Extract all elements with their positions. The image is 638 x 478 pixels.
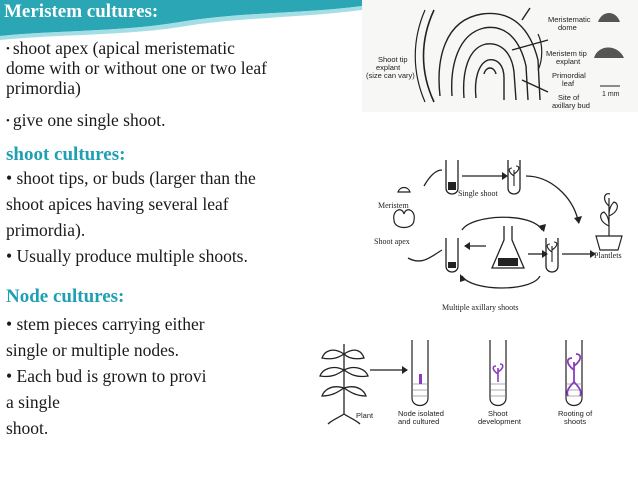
shoot-line-1: • shoot tips, or buds (larger than the <box>6 168 256 188</box>
shoot-apex-label: Shoot apex <box>374 237 410 246</box>
node-cultured-label: and cultured <box>398 417 439 426</box>
mother-plant-icon <box>319 344 369 425</box>
dome-shape-icon <box>598 13 620 22</box>
node-line-4: a single <box>6 392 60 412</box>
header-wave-band <box>0 0 362 40</box>
node-isolated-label: Node isolated <box>398 409 444 418</box>
scale-label: 1 mm <box>602 91 620 98</box>
node-line-2: single or multiple nodes. <box>6 340 180 360</box>
shoot-culture-cycle-diagram: Single shoot Meristem Shoot apex Plantle… <box>362 146 638 326</box>
plantlets-label: Plantlets <box>594 251 622 260</box>
multiple-axillary-shoots-label: Multiple axillary shoots <box>442 303 518 312</box>
meristem-bullet-2: •give one single shoot. <box>6 110 166 130</box>
meristem-bullet-1: •shoot apex (apical meristematic <box>6 38 235 58</box>
node-line-3: • Each bud is grown to provi <box>6 366 207 386</box>
meristem-heading: Meristem cultures: <box>4 1 159 22</box>
purple-shoot-icons <box>419 353 582 397</box>
plantlet-icon <box>595 193 623 251</box>
plant-label: Plant <box>356 411 374 420</box>
shoot-line-2: shoot apices having several leaf <box>6 194 229 214</box>
single-shoot-label: Single shoot <box>458 189 499 198</box>
meristem-explant-icon <box>393 186 415 229</box>
tip-shape-icon <box>594 47 624 58</box>
rooting-shoots-label: shoots <box>564 417 586 426</box>
single-shoot-plant-icon <box>508 165 558 262</box>
node-line-5: shoot. <box>6 418 49 438</box>
rooting-label: Rooting of <box>558 409 593 418</box>
shoot-line-3: primordia). <box>6 220 86 240</box>
bullet-icon: • <box>6 43 10 55</box>
shoot-apex-drawing <box>438 7 549 101</box>
shoot-line-4: • Usually produce multiple shoots. <box>6 246 248 266</box>
node-culture-diagram: Plant Node isolated and cultured Shoot d… <box>262 334 638 428</box>
node-line-1: • stem pieces carrying either <box>6 314 205 334</box>
shoot-cultures-heading: shoot cultures: <box>6 144 126 165</box>
shoot-development-label: development <box>478 417 522 426</box>
node-cultures-heading: Node cultures: <box>6 286 125 307</box>
meristem-bullet-1-cont2: primordia) <box>6 78 81 98</box>
bullet-icon: • <box>6 115 10 127</box>
shoot-label: Shoot <box>488 409 509 418</box>
meristem-label: Meristem <box>378 201 409 210</box>
meristem-bullet-1-cont: dome with or without one or two leaf <box>6 58 267 78</box>
